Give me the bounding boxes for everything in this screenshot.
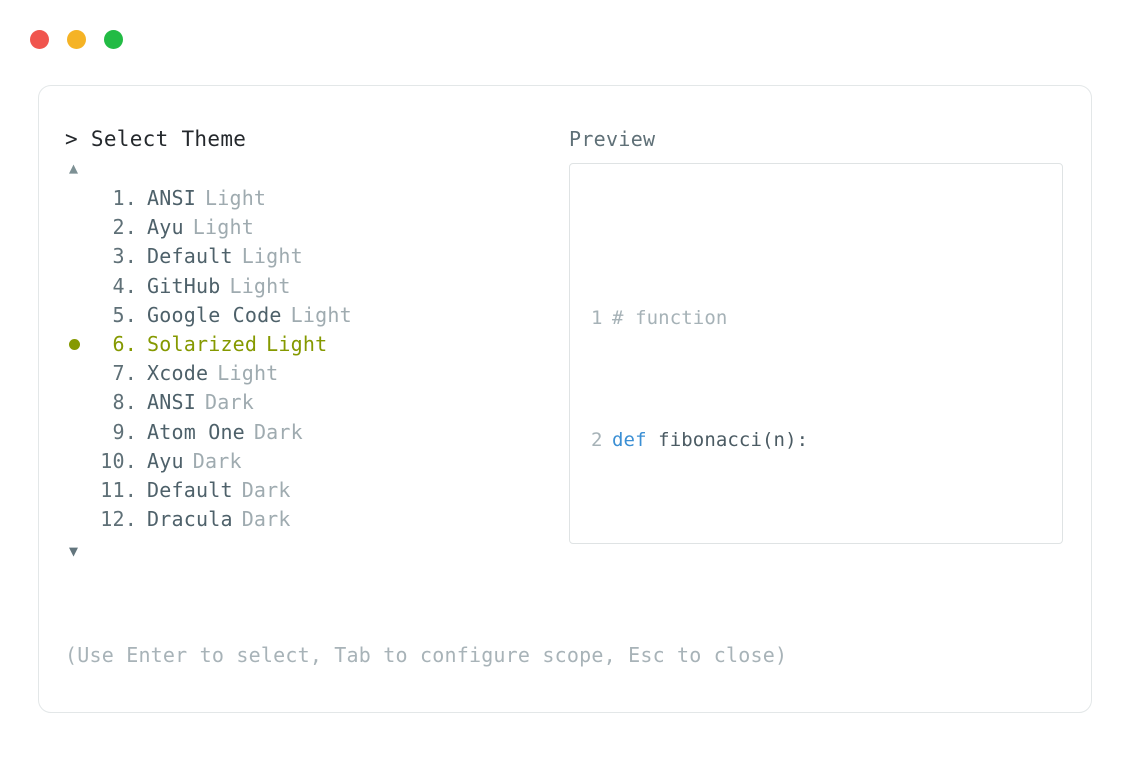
selected-bullet-icon	[65, 388, 93, 417]
theme-list-item[interactable]: 6. Solarized Light	[65, 330, 543, 359]
preview-label: Preview	[569, 127, 656, 151]
theme-item-name: Ayu	[147, 215, 184, 240]
selected-bullet-icon	[65, 418, 93, 447]
theme-list-item[interactable]: 9. Atom One Dark	[65, 418, 543, 447]
theme-item-variant: Light	[241, 244, 303, 269]
theme-item-name: Dracula	[147, 507, 233, 532]
theme-item-index: 4.	[112, 273, 137, 298]
theme-item-index: 3.	[112, 244, 137, 269]
theme-item-name: ANSI	[147, 186, 196, 210]
token-params: (n):	[762, 428, 809, 451]
scroll-down-icon[interactable]: ▼	[69, 542, 79, 561]
selected-bullet-icon	[65, 242, 93, 271]
line-number: 1	[591, 306, 603, 329]
theme-item-index: 9.	[112, 419, 137, 444]
theme-item-variant: Dark	[204, 390, 254, 415]
selected-bullet-icon	[65, 505, 93, 534]
selected-bullet-icon	[65, 272, 93, 301]
theme-item-variant: Light	[229, 273, 291, 298]
theme-list-item[interactable]: 7. Xcode Light	[65, 359, 543, 388]
token-keyword-def: def	[612, 428, 647, 451]
theme-item-name: Atom One	[147, 419, 245, 444]
theme-item-name: Xcode	[147, 361, 209, 386]
scroll-up-icon[interactable]: ▲	[69, 159, 79, 177]
maximize-button-icon[interactable]	[104, 30, 123, 49]
keyboard-hint: (Use Enter to select, Tab to configure s…	[65, 643, 788, 667]
theme-item-index: 11.	[100, 477, 137, 502]
theme-item-variant: Dark	[253, 419, 303, 444]
token-function-name: fibonacci	[646, 428, 763, 451]
selected-bullet-icon	[65, 476, 93, 505]
theme-item-variant: Light	[266, 331, 328, 356]
theme-item-index: 8.	[112, 390, 137, 415]
token-comment-body: function	[623, 306, 728, 329]
theme-list-item[interactable]: 12. Dracula Dark	[65, 505, 543, 534]
theme-list-item[interactable]: 10. Ayu Dark	[65, 447, 543, 476]
theme-item-name: Ayu	[147, 448, 184, 473]
theme-list-item[interactable]: 5. Google Code Light	[65, 301, 543, 330]
theme-item-name: Google Code	[147, 302, 282, 327]
theme-item-variant: Light	[192, 215, 254, 240]
window-titlebar	[30, 30, 123, 49]
theme-item-variant: Light	[217, 361, 279, 386]
theme-item-variant: Dark	[241, 507, 291, 532]
code-line: 2 def fibonacci(n):	[570, 425, 1062, 456]
theme-item-index: 7.	[112, 361, 137, 386]
theme-list-item[interactable]: 3. Default Light	[65, 242, 543, 271]
theme-list-item[interactable]: 11. Default Dark	[65, 476, 543, 505]
theme-item-index: 5.	[112, 302, 137, 327]
theme-item-variant: Light	[290, 302, 352, 327]
theme-item-variant: Light	[204, 186, 267, 210]
close-button-icon[interactable]	[30, 30, 49, 49]
page-title: > Select Theme	[65, 127, 247, 151]
token-comment-hash: #	[612, 306, 624, 329]
line-number: 2	[591, 428, 603, 451]
selected-bullet-icon	[65, 330, 93, 359]
theme-item-name: Solarized	[147, 331, 258, 356]
theme-list-item[interactable]: 2. Ayu Light	[65, 213, 543, 242]
code-line: 1 # function	[570, 303, 1062, 334]
selected-bullet-icon	[65, 359, 93, 388]
theme-item-variant: Dark	[241, 477, 291, 502]
theme-item-index: 6.	[112, 331, 137, 356]
theme-list-item[interactable]: 8. ANSI Dark	[65, 388, 543, 417]
theme-item-name: Default	[147, 244, 233, 269]
bullet-dot	[69, 339, 80, 351]
theme-item-name: Default	[147, 477, 233, 502]
theme-item-index: 2.	[112, 215, 137, 240]
theme-item-index: 1.	[112, 186, 137, 210]
selected-bullet-icon	[65, 301, 93, 330]
theme-list-item[interactable]: 4. GitHub Light	[65, 272, 543, 301]
theme-item-name: ANSI	[147, 390, 196, 415]
theme-item-name: GitHub	[147, 273, 221, 298]
theme-item-index: 12.	[100, 507, 137, 532]
selected-bullet-icon	[65, 213, 93, 242]
minimize-button-icon[interactable]	[67, 30, 86, 49]
selected-bullet-icon	[65, 184, 93, 213]
selected-bullet-icon	[65, 447, 93, 476]
theme-item-variant: Dark	[192, 448, 242, 473]
theme-item-index: 10.	[100, 448, 137, 473]
theme-list-item[interactable]: 1. ANSI Light	[65, 184, 543, 213]
